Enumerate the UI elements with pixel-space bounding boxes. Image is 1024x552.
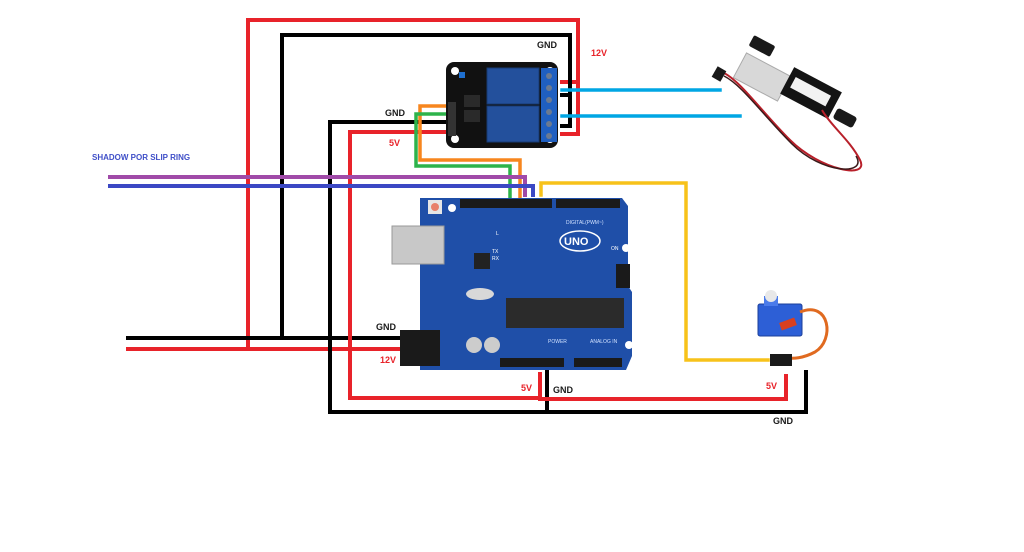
uno-gnd-label: GND	[553, 385, 573, 395]
wire-slipring-purple	[108, 175, 527, 197]
relay-input-5v-label: 5V	[389, 138, 401, 148]
wire-slipring-blue	[108, 184, 535, 197]
power-header-label: POWER	[548, 339, 567, 345]
rx-label: RX	[492, 256, 499, 262]
wire-relay-5v	[348, 130, 542, 400]
l-led-label: L	[496, 231, 499, 237]
tx-label: TX	[492, 249, 499, 255]
on-led-label: ON	[611, 246, 619, 252]
servo-motor	[757, 290, 829, 366]
wire-12v-relay-bus	[560, 80, 580, 136]
power-input-gnd-label: GND	[376, 322, 396, 332]
relay-gnd-label: GND	[537, 40, 557, 50]
uno-5v-label: 5V	[521, 383, 533, 393]
wire-gnd-relay-bus	[560, 93, 572, 128]
arduino-uno	[391, 198, 633, 370]
relay-module	[446, 62, 558, 148]
wire-relay-gnd	[328, 120, 808, 414]
wire-servo-5v	[538, 374, 788, 401]
slip-ring-label: SHADOW POR SLIP RING	[92, 153, 191, 162]
uno-logo: UNO	[564, 236, 589, 248]
relay-12v-label: 12V	[591, 48, 608, 58]
analog-header-label: ANALOG IN	[590, 339, 618, 345]
servo-5v-label: 5V	[766, 381, 778, 391]
digital-header-label: DIGITAL(PWM~)	[566, 220, 604, 226]
wire-servo-signal	[539, 181, 770, 362]
linear-actuator	[711, 35, 863, 172]
wire-signal-orange	[418, 104, 522, 199]
power-input-12v-label: 12V	[380, 355, 397, 365]
servo-gnd-label: GND	[773, 416, 793, 426]
relay-input-gnd-label: GND	[385, 108, 405, 118]
wires	[108, 18, 808, 414]
